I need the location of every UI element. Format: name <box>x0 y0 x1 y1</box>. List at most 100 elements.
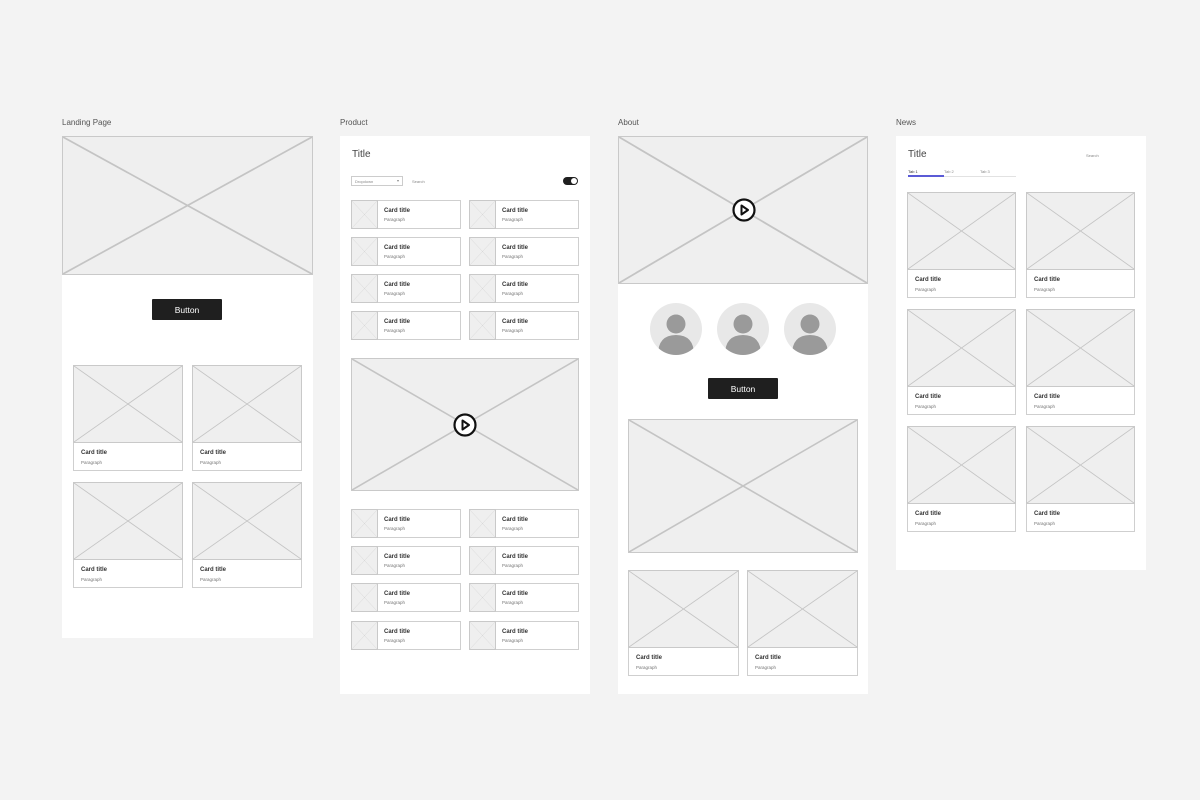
avatar-icon <box>658 314 694 355</box>
card-image-placeholder <box>1026 426 1135 504</box>
card-image-placeholder <box>73 482 183 560</box>
avatar <box>784 303 836 355</box>
card[interactable]: Card title Paragraph <box>907 309 1016 415</box>
card[interactable]: Card title Paragraph <box>1026 309 1135 415</box>
card-paragraph: Paragraph <box>502 638 524 643</box>
landing-cta-button[interactable]: Button <box>152 299 222 320</box>
card[interactable]: Card title Paragraph <box>192 482 302 588</box>
card-title: Card title <box>1034 511 1061 517</box>
card-paragraph: Paragraph <box>502 563 524 568</box>
search-input[interactable]: Search <box>1086 153 1099 158</box>
frame-label-landing: Landing Page <box>62 118 112 127</box>
card-title: Card title <box>384 629 411 635</box>
avatar <box>717 303 769 355</box>
card-title: Card title <box>502 282 529 288</box>
about-frame: Button Card title Paragraph Card title P… <box>618 136 868 694</box>
card-title: Card title <box>915 277 942 283</box>
card-image-placeholder <box>907 426 1016 504</box>
frame-label-product: Product <box>340 118 368 127</box>
image-placeholder <box>628 419 858 553</box>
card-title: Card title <box>636 655 663 661</box>
avatar-icon <box>792 314 828 355</box>
card-image-placeholder <box>1026 192 1135 270</box>
card[interactable]: Card title Paragraph <box>73 365 183 471</box>
card-title: Card title <box>384 554 411 560</box>
card[interactable]: Card title Paragraph <box>1026 192 1135 298</box>
card-title: Card title <box>1034 394 1061 400</box>
card-image-placeholder <box>351 583 378 612</box>
active-tab-indicator <box>908 175 944 177</box>
card[interactable]: Card title Paragraph <box>747 570 858 676</box>
news-frame: Title Search Tab 1 Tab 2 Tab 3 Card titl… <box>896 136 1146 570</box>
card-paragraph: Paragraph <box>915 287 937 292</box>
card-image-placeholder <box>907 309 1016 387</box>
hero-video-placeholder <box>618 136 868 284</box>
card[interactable]: Card title Paragraph <box>1026 426 1135 532</box>
tab-3[interactable]: Tab 3 <box>980 169 990 174</box>
card-title: Card title <box>502 554 529 560</box>
dropdown-select[interactable]: Dropdown ▾ <box>351 176 403 186</box>
card-image-placeholder <box>351 546 378 575</box>
tab-2[interactable]: Tab 2 <box>944 169 954 174</box>
card-paragraph: Paragraph <box>384 254 406 259</box>
card-image-placeholder <box>907 192 1016 270</box>
play-icon[interactable] <box>732 198 756 222</box>
card[interactable]: Card title Paragraph <box>907 192 1016 298</box>
card-paragraph: Paragraph <box>384 526 406 531</box>
card[interactable]: Card title Paragraph <box>192 365 302 471</box>
card-title: Card title <box>502 517 529 523</box>
card[interactable]: Card title Paragraph <box>628 570 739 676</box>
toggle-switch[interactable] <box>563 177 578 185</box>
play-icon[interactable] <box>453 413 477 437</box>
card-title: Card title <box>915 394 942 400</box>
card-paragraph: Paragraph <box>384 291 406 296</box>
card-title: Card title <box>384 591 411 597</box>
card-title: Card title <box>755 655 782 661</box>
card-image-placeholder <box>351 509 378 538</box>
about-cta-button[interactable]: Button <box>708 378 778 399</box>
card-image-placeholder <box>192 365 302 443</box>
card-paragraph: Paragraph <box>502 254 524 259</box>
card-paragraph: Paragraph <box>81 460 103 465</box>
card-title: Card title <box>384 282 411 288</box>
card-title: Card title <box>502 245 529 251</box>
card-title: Card title <box>1034 277 1061 283</box>
card-image-placeholder <box>469 311 496 340</box>
card-paragraph: Paragraph <box>81 577 103 582</box>
search-input[interactable]: Search <box>412 179 425 184</box>
card-image-placeholder <box>469 274 496 303</box>
card-paragraph: Paragraph <box>1034 404 1056 409</box>
card-title: Card title <box>502 591 529 597</box>
card[interactable]: Card title Paragraph <box>73 482 183 588</box>
card-image-placeholder <box>469 237 496 266</box>
card-image-placeholder <box>469 583 496 612</box>
card-paragraph: Paragraph <box>384 638 406 643</box>
card-paragraph: Paragraph <box>384 217 406 222</box>
card-image-placeholder <box>747 570 858 648</box>
card-paragraph: Paragraph <box>502 600 524 605</box>
card-image-placeholder <box>351 237 378 266</box>
card-image-placeholder <box>351 311 378 340</box>
card-paragraph: Paragraph <box>636 665 658 670</box>
card[interactable]: Card title Paragraph <box>907 426 1016 532</box>
card-title: Card title <box>502 208 529 214</box>
card-image-placeholder <box>192 482 302 560</box>
tab-1[interactable]: Tab 1 <box>908 169 918 174</box>
